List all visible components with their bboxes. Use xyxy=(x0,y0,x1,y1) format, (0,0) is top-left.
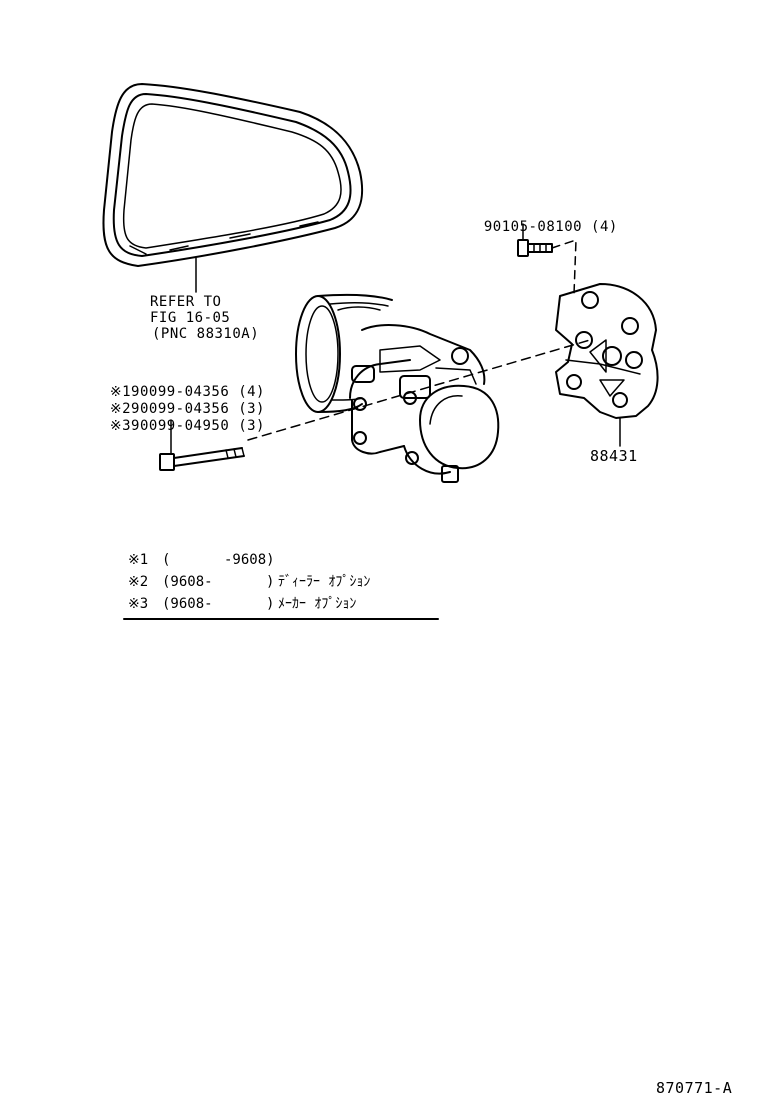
variant-mark: ※2 xyxy=(109,401,132,417)
belt-reference-line-1: REFER TO xyxy=(150,294,222,310)
legend-from: ( xyxy=(162,552,171,568)
belt-reference-line-2: FIG 16-05 xyxy=(150,310,231,326)
compressor-bolt-variant-2: ※290099-04356 (3) xyxy=(92,385,265,417)
bracket-bolt-quantity: (4) xyxy=(591,219,618,235)
bracket-bolt-dashed-path xyxy=(551,239,577,295)
legend-mark: ※3 xyxy=(128,596,149,612)
variant-quantity: (3) xyxy=(238,418,265,434)
bracket-bolt-part-number: 90105-08100 xyxy=(483,219,583,235)
variant-quantity: (4) xyxy=(238,384,265,400)
diagram-code: 870771-A xyxy=(656,1079,733,1097)
legend-from: (9608- xyxy=(162,574,213,590)
compressor-bolt-variant-1: ※190099-04356 (4) xyxy=(92,368,265,400)
compressor-bracket xyxy=(555,283,659,419)
variant-quantity: (3) xyxy=(238,401,265,417)
legend-to: ) xyxy=(266,574,275,590)
legend-note: ﾃﾞｨｰﾗｰ ｵﾌﾟｼｮﾝ xyxy=(278,574,371,590)
legend-from: (9608- xyxy=(162,596,213,612)
legend-mark: ※1 xyxy=(128,552,149,568)
legend-to: ) xyxy=(266,596,275,612)
compressor-bolt-variant-3: ※390099-04950 (3) xyxy=(92,402,265,434)
legend-note: ﾒｰｶｰ ｵﾌﾟｼｮﾝ xyxy=(278,596,357,612)
variant-mark: ※1 xyxy=(109,384,132,400)
drive-belt xyxy=(102,83,364,267)
bracket-bolt xyxy=(517,239,553,257)
variant-mark: ※3 xyxy=(109,418,132,434)
legend-row-2: ※2 (9608- ) ﾃﾞｨｰﾗｰ ｵﾌﾟｼｮﾝ xyxy=(128,574,448,590)
belt-reference-line-3: (PNC 88310A) xyxy=(152,326,260,342)
compressor-bolt xyxy=(159,447,245,471)
bracket-bolt-label: 90105-08100 (4) xyxy=(466,203,618,235)
legend-row-1: ※1 ( -9608) xyxy=(128,552,448,568)
legend-to: -9608) xyxy=(224,552,275,568)
ac-compressor xyxy=(295,293,500,483)
legend-row-3: ※3 (9608- ) ﾒｰｶｰ ｵﾌﾟｼｮﾝ xyxy=(128,596,448,612)
variant-part-number: 90099-04950 xyxy=(131,418,230,434)
legend-mark: ※2 xyxy=(128,574,149,590)
compressor-bolt-dashed-path xyxy=(247,339,591,441)
bracket-part-number: 88431 xyxy=(590,447,638,465)
variant-part-number: 90099-04356 xyxy=(131,384,230,400)
variant-part-number: 90099-04356 xyxy=(131,401,230,417)
